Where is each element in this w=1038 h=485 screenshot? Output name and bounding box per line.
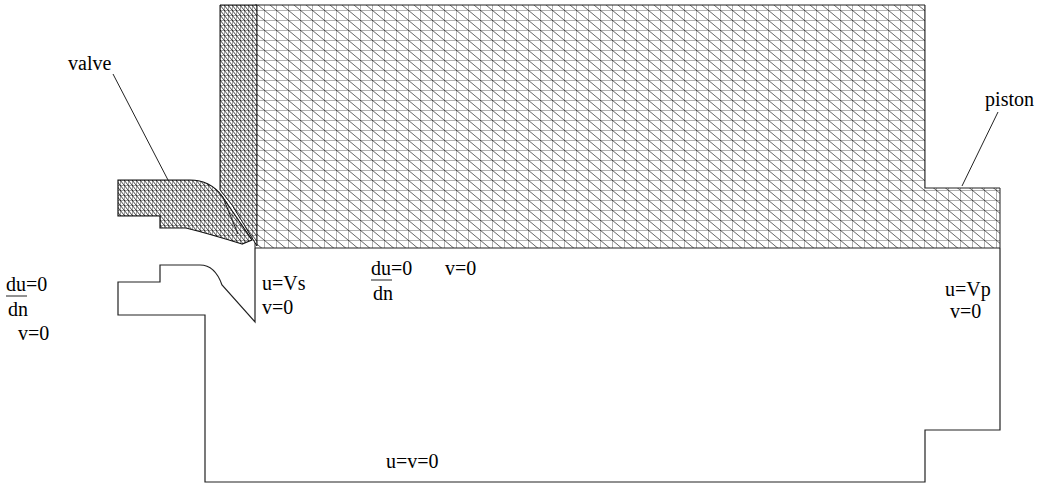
label-text: dn bbox=[373, 282, 393, 304]
label-text: u=v=0 bbox=[386, 450, 439, 472]
fraction-bar bbox=[371, 280, 392, 281]
domain-outline bbox=[118, 248, 1000, 482]
valve-mesh bbox=[118, 180, 252, 244]
label-text: v=0 bbox=[445, 257, 476, 279]
label-text: v=0 bbox=[262, 296, 293, 318]
fraction-bar bbox=[6, 296, 27, 297]
label-text: piston bbox=[985, 88, 1034, 110]
label-text: v=0 bbox=[18, 322, 49, 344]
cylinder-mesh bbox=[255, 5, 1000, 248]
leader-line bbox=[962, 112, 998, 186]
label-text: dn bbox=[8, 298, 28, 320]
label-text: du=0 bbox=[6, 273, 47, 295]
seat-line bbox=[224, 200, 238, 234]
label-text: du=0 bbox=[371, 257, 412, 279]
label-text: valve bbox=[68, 52, 111, 74]
label-text: u=Vp bbox=[945, 278, 991, 300]
label-text: u=Vs bbox=[262, 272, 306, 294]
label-text: v=0 bbox=[950, 300, 981, 322]
leader-line bbox=[113, 74, 168, 180]
